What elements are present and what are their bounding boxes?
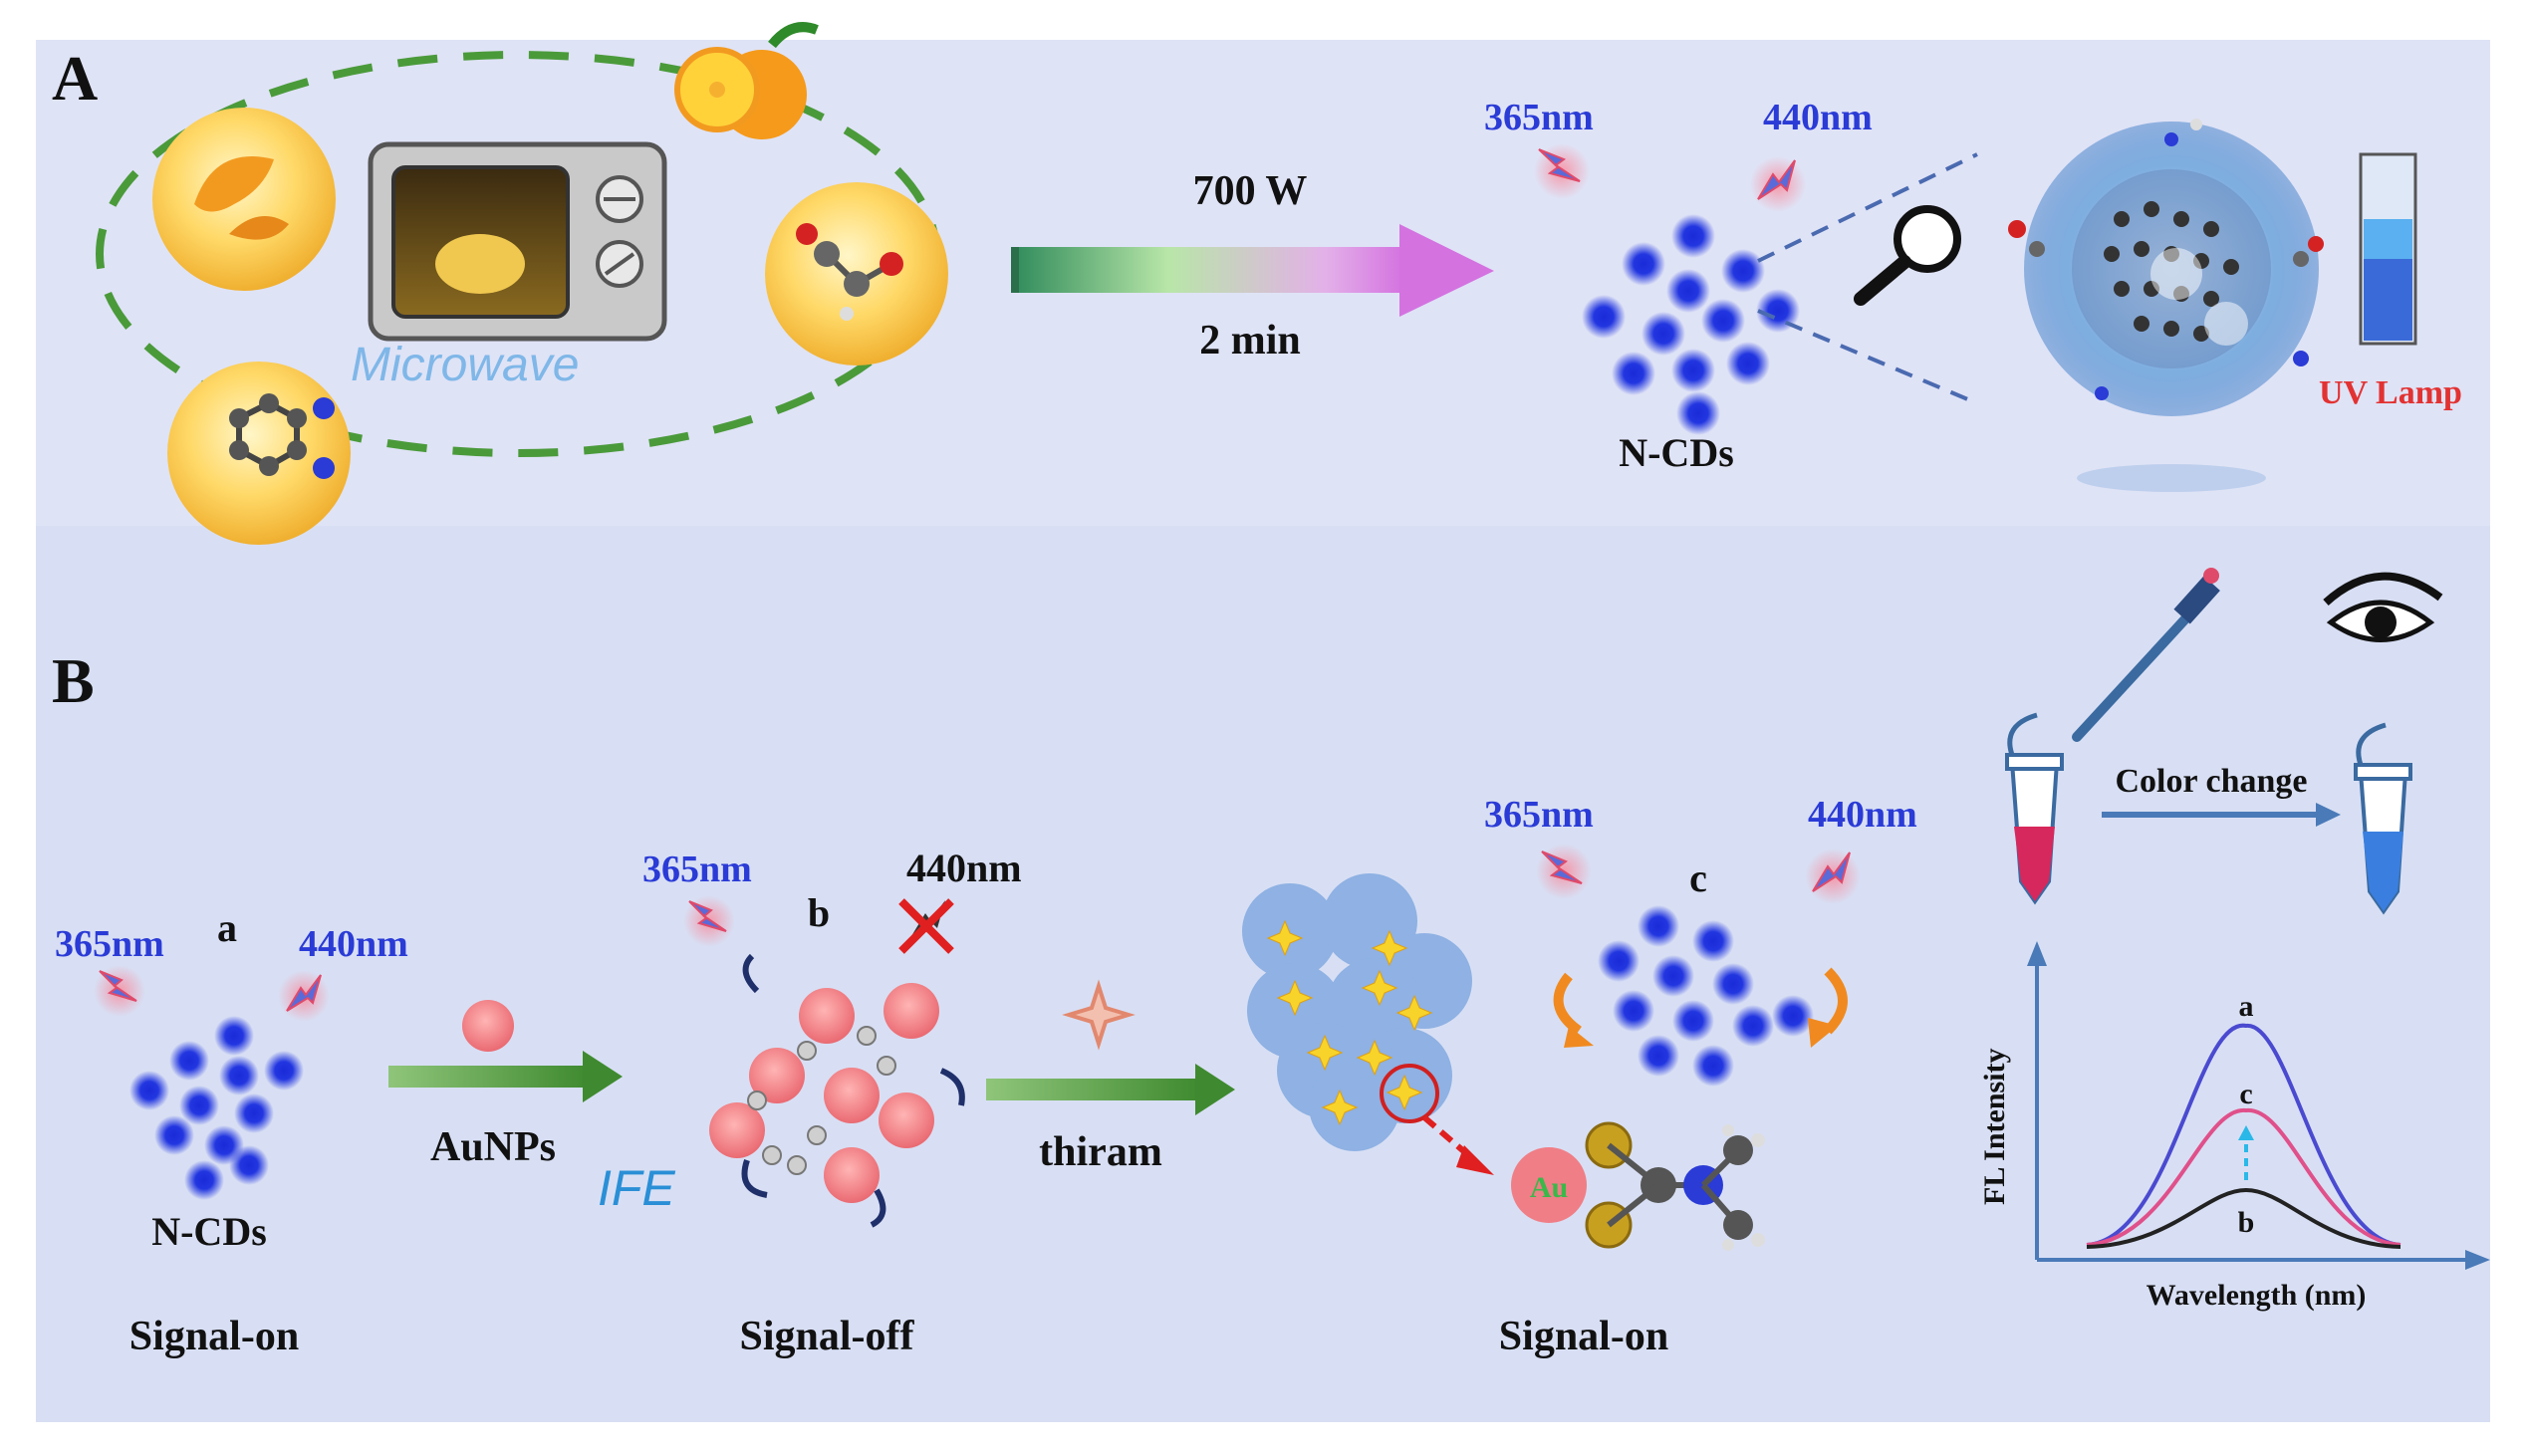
microwave-label: Microwave <box>351 339 579 391</box>
microwave-oven-icon <box>368 141 667 342</box>
pipette-icon <box>2072 568 2220 742</box>
signal-label-stage-a: Signal-on <box>129 1314 299 1359</box>
emission-bolt-a <box>1750 156 1806 212</box>
excitation-label-a: 365nm <box>1484 97 1594 138</box>
recovery-arrow-left <box>1564 1026 1594 1048</box>
aunps-ncds-complex <box>709 953 965 1228</box>
zoom-line-bottom <box>1757 309 1978 405</box>
thiram-label: thiram <box>1039 1129 1162 1175</box>
eye-icon <box>2323 572 2443 642</box>
fl-spectrum-plot <box>2027 941 2490 1270</box>
color-change-arrow <box>2102 803 2341 827</box>
power-label: 700 W <box>1193 168 1308 214</box>
curve-c-line <box>2086 1107 2401 1247</box>
curve-a-line <box>2086 1023 2401 1247</box>
signal-label-stage-c: Signal-on <box>1499 1314 1668 1359</box>
emission-label-stage-c: 440nm <box>1808 794 1917 836</box>
uv-lamp-label: UV Lamp <box>2319 374 2462 411</box>
pink-tube-icon <box>2005 712 2064 905</box>
aunps-label: AuNPs <box>430 1124 556 1170</box>
n-cds-label-a: N-CDs <box>1619 430 1734 475</box>
ife-label: IFE <box>598 1160 675 1216</box>
orange-peel-precursor <box>152 108 336 291</box>
fl-plot-ylabel: FL Intensity <box>1978 1048 2011 1205</box>
au-label: Au <box>1530 1171 1568 1204</box>
stage-b-letter: b <box>808 890 830 935</box>
cuvette-icon <box>2359 152 2417 346</box>
stage-a-letter: a <box>217 905 237 950</box>
thiram-arrow <box>986 979 1235 1115</box>
recovery-arrow-right <box>1808 1018 1838 1048</box>
excitation-label-stage-a: 365nm <box>55 923 164 965</box>
panel-b-background <box>36 526 2490 1422</box>
diamine-precursor <box>167 362 351 545</box>
carbon-dot-structure-icon <box>2008 119 2324 492</box>
emission-label-stage-a: 440nm <box>299 923 408 965</box>
emission-bolt-stage-a <box>278 970 330 1022</box>
acid-precursor <box>765 182 948 365</box>
curve-b-label: b <box>2238 1206 2255 1239</box>
excitation-bolt-stage-b <box>683 895 735 947</box>
magnifier-icon <box>1854 205 1961 306</box>
au-thiram-complex: Au <box>1511 1121 1765 1251</box>
excitation-label-stage-c: 365nm <box>1484 794 1594 836</box>
curve-c-label: c <box>2239 1078 2252 1110</box>
stage-c-letter: c <box>1689 855 1707 900</box>
emission-label-a: 440nm <box>1763 97 1873 138</box>
panel-a-letter: A <box>52 43 98 114</box>
emission-label-stage-b: 440nm <box>906 846 1022 890</box>
emission-bolt-stage-c <box>1805 849 1861 904</box>
curve-a-label: a <box>2239 990 2254 1023</box>
excitation-bolt-stage-a <box>94 965 145 1017</box>
n-cds-cluster-stage-c <box>1598 905 1814 1087</box>
color-change-label: Color change <box>2116 763 2308 800</box>
excitation-bolt-stage-c <box>1536 844 1592 899</box>
aggregated-aunps-cluster <box>1242 873 1494 1175</box>
reaction-arrow <box>1011 224 1494 317</box>
zoom-line-top <box>1757 152 1978 263</box>
signal-label-stage-b: Signal-off <box>739 1314 914 1359</box>
excitation-label-stage-b: 365nm <box>642 849 752 890</box>
panel-b-letter: B <box>52 645 95 716</box>
fl-plot-xlabel: Wavelength (nm) <box>2147 1279 2367 1312</box>
n-cds-cluster-stage-a <box>129 1016 304 1200</box>
curve-b-line <box>2086 1187 2401 1249</box>
quenched-emission-icon <box>898 898 954 954</box>
blue-tube-icon <box>2354 722 2412 915</box>
aunps-arrow <box>388 1000 623 1102</box>
time-label: 2 min <box>1199 318 1301 364</box>
excitation-bolt-a <box>1534 143 1590 199</box>
n-cds-label-stage-a: N-CDs <box>151 1209 267 1254</box>
mandarin-fruit-icon <box>674 22 819 139</box>
